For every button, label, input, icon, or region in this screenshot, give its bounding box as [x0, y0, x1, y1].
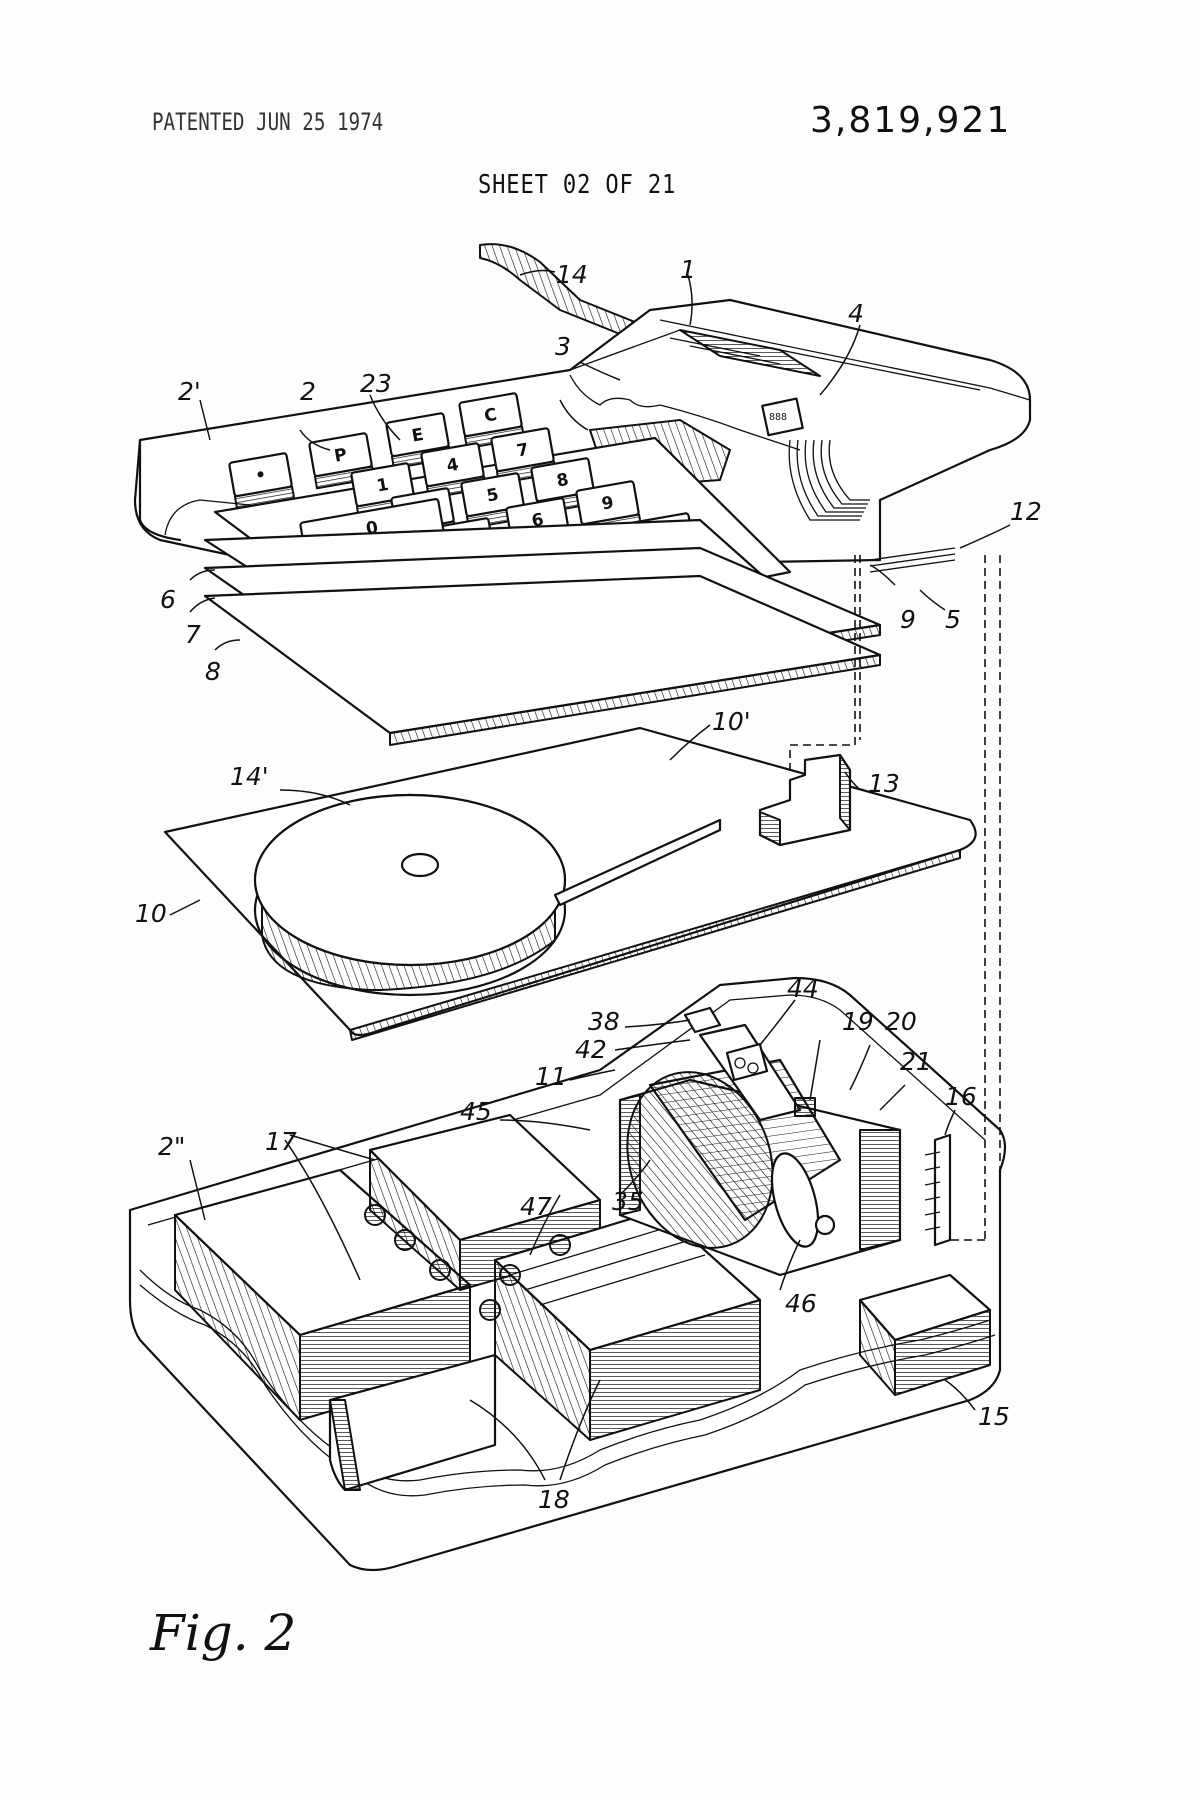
- ribbon-cable: [788, 439, 870, 521]
- leader-lines: [169, 269, 1011, 1481]
- sheet-number: SHEET 02 OF 21: [478, 170, 677, 200]
- ref-18: 18: [538, 1485, 570, 1514]
- patent-date-stamp: PATENTED JUN 25 1974: [152, 108, 384, 136]
- figure-label: Fig. 2: [149, 1604, 296, 1662]
- key-label: 1: [375, 475, 390, 497]
- ref-21: 21: [900, 1047, 932, 1076]
- key-label: E: [410, 425, 425, 447]
- block-15: [858, 1273, 992, 1396]
- key-label: C: [483, 405, 499, 427]
- ref-47: 47: [520, 1192, 552, 1221]
- display-module: [761, 397, 804, 437]
- printer-slot: [679, 329, 821, 377]
- ref-45: 45: [460, 1097, 492, 1126]
- ref-10p: 10': [712, 707, 751, 736]
- lower-housing: [128, 976, 1007, 1572]
- ref-8: 8: [205, 657, 221, 686]
- svg-text:888: 888: [769, 412, 787, 423]
- key-label: •: [254, 465, 268, 487]
- ref-5: 5: [945, 605, 961, 634]
- ref-38: 38: [588, 1007, 620, 1036]
- ref-14: 14: [556, 260, 588, 289]
- ref-7: 7: [185, 620, 201, 649]
- ref-42: 42: [575, 1035, 607, 1064]
- ref-17: 17: [265, 1127, 297, 1156]
- connector-strip: [924, 1133, 952, 1247]
- ref-13: 13: [868, 769, 900, 798]
- printer-mechanism: [618, 1006, 902, 1277]
- ref-6: 6: [160, 585, 176, 614]
- ref-9: 9: [900, 605, 916, 634]
- key-label: 7: [515, 440, 530, 462]
- ref-15: 15: [978, 1402, 1010, 1431]
- ref-35: 35: [612, 1187, 644, 1216]
- ref-11: 11: [535, 1062, 567, 1091]
- layer-stack: [189, 518, 882, 746]
- ref-2: 2: [300, 377, 316, 406]
- circuit-substrate: [163, 726, 977, 1041]
- ref-4: 4: [848, 299, 864, 328]
- key-label: 4: [445, 455, 460, 477]
- ref-14p: 14': [230, 762, 269, 791]
- ref-3: 3: [555, 332, 571, 361]
- ref-44: 44: [787, 974, 819, 1003]
- ref-10: 10: [135, 899, 167, 928]
- wiring-paths: [789, 547, 1001, 1241]
- key-label: 9: [600, 493, 615, 515]
- key-label: P: [333, 445, 349, 467]
- key-7: 4: [420, 442, 488, 500]
- ref-2p: 2': [178, 377, 201, 406]
- ref-2pp: 2": [158, 1132, 185, 1161]
- key-label: 8: [555, 470, 570, 492]
- ref-23: 23: [360, 369, 392, 398]
- key-0: •: [228, 452, 296, 510]
- patent-number: 3,819,921: [810, 100, 1012, 141]
- ref-20: 20: [885, 1007, 917, 1036]
- battery-terminals: [364, 1204, 571, 1321]
- disc-top: [253, 793, 567, 967]
- reference-numerals: 14 1 3 4 2' 2 23 12 9 5 6 7 8 10' 14' 13…: [135, 255, 1042, 1514]
- ref-46: 46: [785, 1289, 817, 1318]
- ref-12: 12: [1010, 497, 1042, 526]
- ref-19: 19: [842, 1007, 874, 1036]
- key-label: 5: [485, 485, 500, 507]
- ref-16: 16: [945, 1082, 977, 1111]
- ref-1: 1: [680, 255, 696, 284]
